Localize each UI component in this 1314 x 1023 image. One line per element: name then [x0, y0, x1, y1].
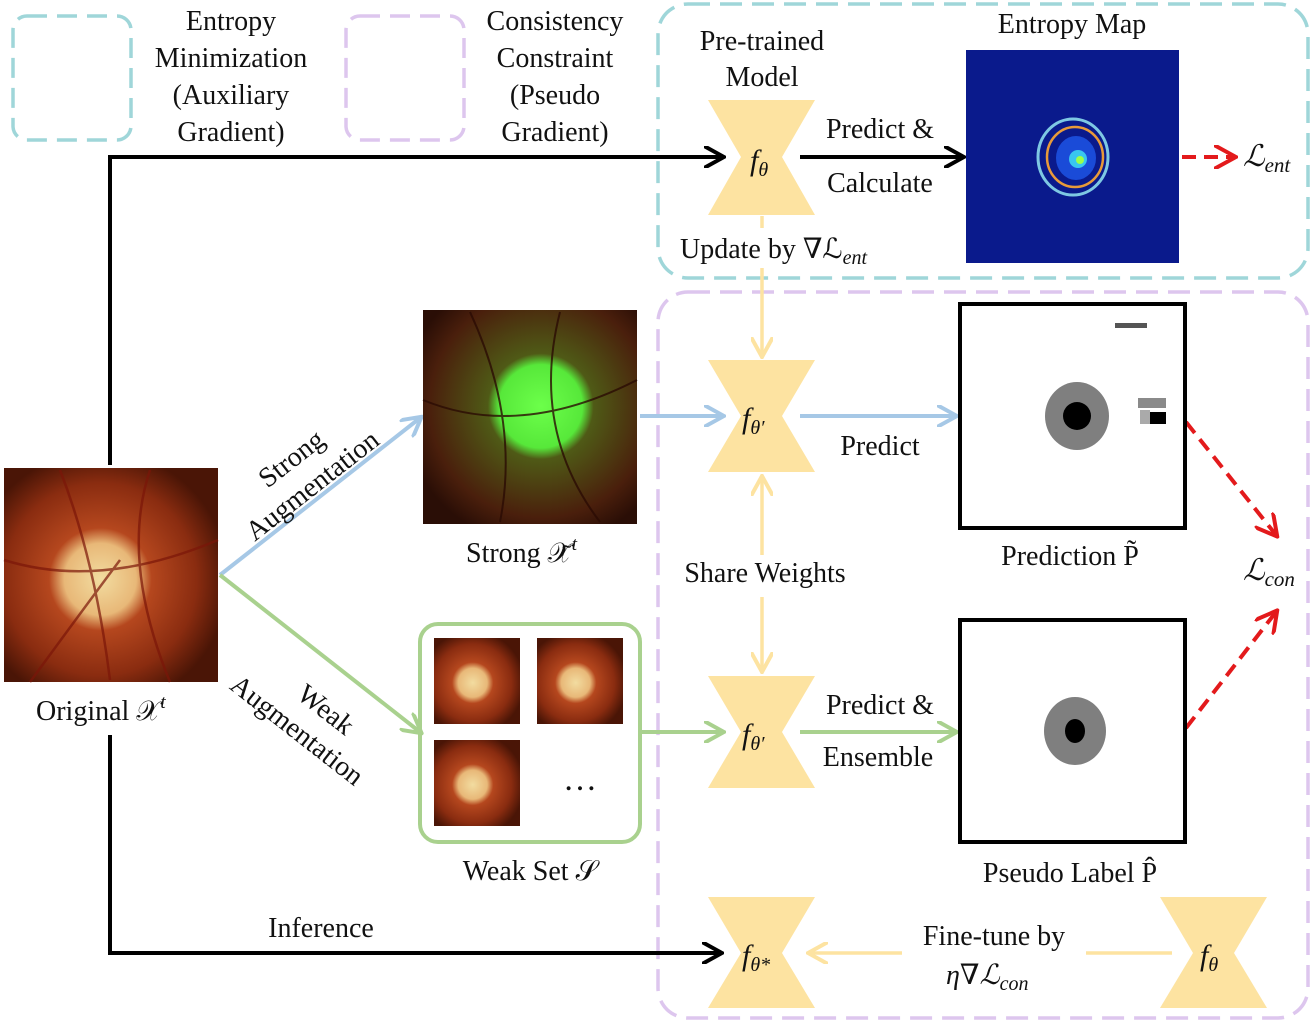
weak-aug-label: Weak Augmentation	[224, 669, 369, 792]
strong-aug-image	[422, 310, 638, 524]
original-fundus-image	[3, 468, 219, 683]
inference-arrow	[108, 735, 720, 953]
source-model: fθ	[1160, 897, 1267, 1008]
loss-con-arrow-top	[1184, 420, 1276, 535]
loss-con-label: ℒcon	[1243, 554, 1295, 591]
legend-entropy-line3: (Auxiliary	[173, 80, 290, 111]
legend-consistency-line1: Consistency	[487, 6, 624, 37]
weak-sample-1	[434, 638, 520, 724]
legend-entropy-line2: Minimization	[155, 43, 307, 74]
finetune-label-1: Fine-tune by	[923, 921, 1065, 952]
weak-aug-arrow	[218, 573, 420, 732]
predict-label: Predict	[840, 431, 920, 462]
entropy-map-title: Entropy Map	[998, 9, 1147, 40]
legend-entropy-swatch	[11, 14, 133, 142]
weak-set-ellipsis: …	[563, 761, 597, 798]
finetune-label-2: η∇ℒcon	[946, 960, 1029, 995]
legend-entropy-line4: Gradient)	[177, 117, 284, 148]
update-label: Update by ∇ℒent	[680, 234, 867, 269]
pretrained-model: fθ	[708, 100, 815, 215]
pseudo-label-image	[958, 618, 1187, 844]
weak-set-caption: Weak Set 𝒮	[463, 856, 601, 887]
weak-set-container: …	[418, 622, 642, 844]
predict-ens-line2: Ensemble	[823, 742, 933, 773]
model-theta-prime-sub: θ′	[750, 417, 765, 439]
legend-consistency-line3: (Pseudo	[510, 80, 600, 111]
loss-con-arrow-bottom	[1184, 612, 1276, 730]
model-theta-prime-sub: θ′	[750, 733, 765, 755]
pretrained-label-2: Model	[725, 62, 798, 93]
predict-ens-line1: Predict &	[826, 690, 934, 721]
model-theta-sub: θ	[1208, 954, 1218, 976]
model-theta-star-sub: θ*	[750, 954, 770, 976]
legend-consistency-line4: Gradient)	[501, 117, 608, 148]
model-theta-sub: θ	[758, 159, 768, 181]
weak-sample-2	[537, 638, 623, 724]
loss-ent-label: ℒent	[1243, 140, 1291, 177]
legend-consistency-swatch	[344, 14, 466, 142]
inference-label: Inference	[268, 913, 374, 944]
share-weights-label: Share Weights	[684, 558, 845, 589]
strong-aug-label: Strong Augmentation	[240, 424, 385, 548]
legend-entropy-line1: Entropy	[186, 6, 276, 37]
strong-model: fθ′	[708, 360, 815, 472]
legend-consistency-line2: Constraint	[497, 43, 614, 74]
original-caption: Original 𝒳t	[36, 692, 166, 727]
strong-caption: Strong 𝒳̃t	[466, 534, 578, 569]
consistency-region	[656, 290, 1310, 1020]
pseudo-label-caption: Pseudo Label P̂	[983, 858, 1157, 889]
entropy-map-image	[966, 50, 1179, 263]
predict-calc-line1: Predict &	[826, 114, 934, 145]
entropy-region	[656, 2, 1310, 280]
weak-model: fθ′	[708, 676, 815, 788]
prediction-caption: Prediction P̃	[1001, 540, 1139, 572]
final-model: fθ*	[708, 897, 815, 1008]
predict-calc-line2: Calculate	[827, 168, 933, 199]
weak-sample-3	[434, 740, 520, 826]
pretrained-label-1: Pre-trained	[700, 26, 824, 57]
strong-aug-arrow	[218, 418, 420, 577]
entropy-flow-arrow	[108, 157, 722, 465]
prediction-image	[958, 302, 1187, 530]
